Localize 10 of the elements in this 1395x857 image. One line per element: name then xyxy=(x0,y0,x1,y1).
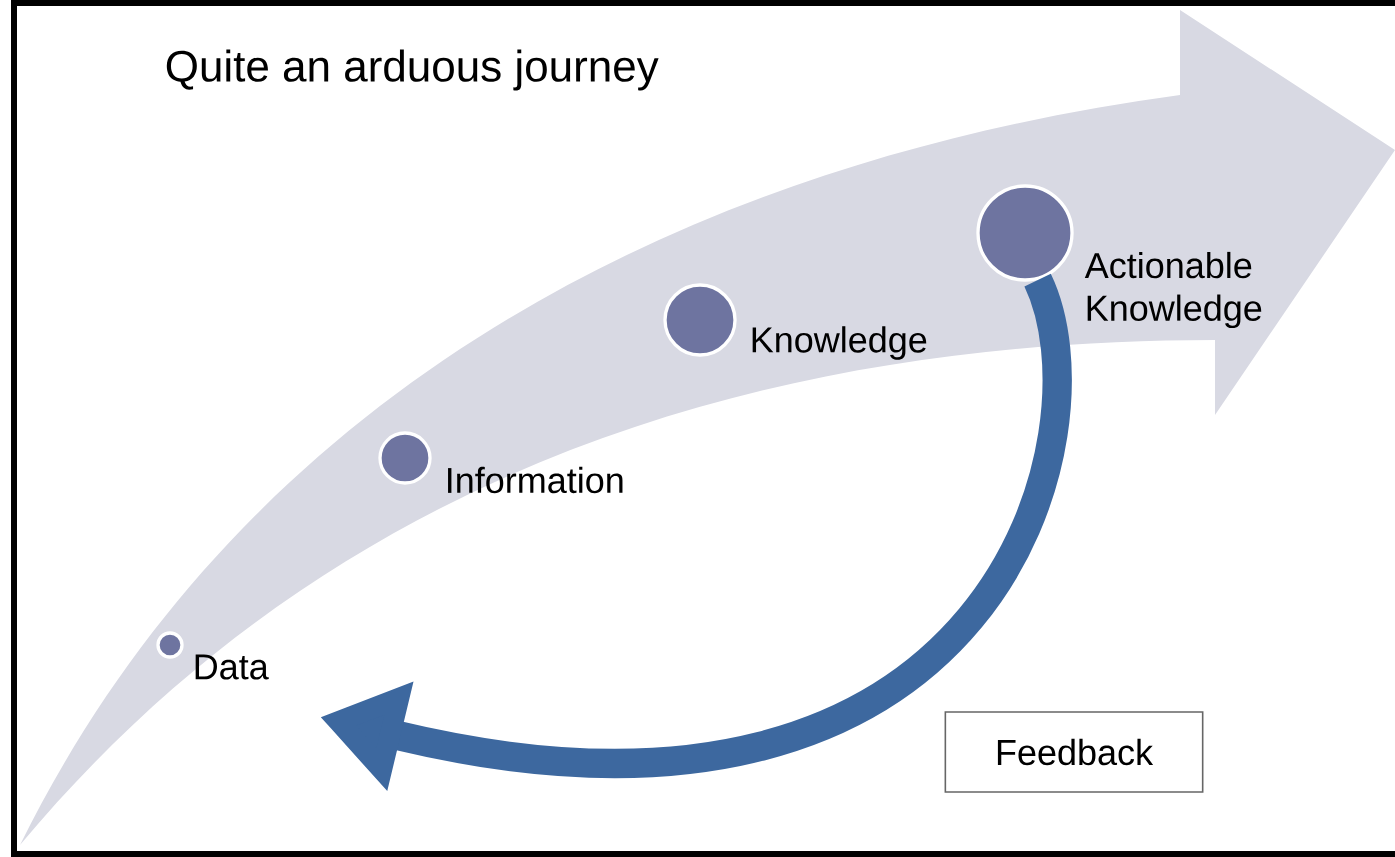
circle-label: Information xyxy=(448,466,623,494)
circle xyxy=(976,184,1074,282)
circle-label: Data xyxy=(195,654,269,680)
title: Quite an arduous journey xyxy=(166,49,659,91)
circle xyxy=(378,431,432,485)
circle-label: Knowledge xyxy=(752,326,927,360)
feedback-box: Feedback xyxy=(944,711,1204,793)
circle xyxy=(156,631,184,659)
circle-label: Actionable Knowledge xyxy=(1084,251,1262,329)
circle xyxy=(663,283,737,357)
